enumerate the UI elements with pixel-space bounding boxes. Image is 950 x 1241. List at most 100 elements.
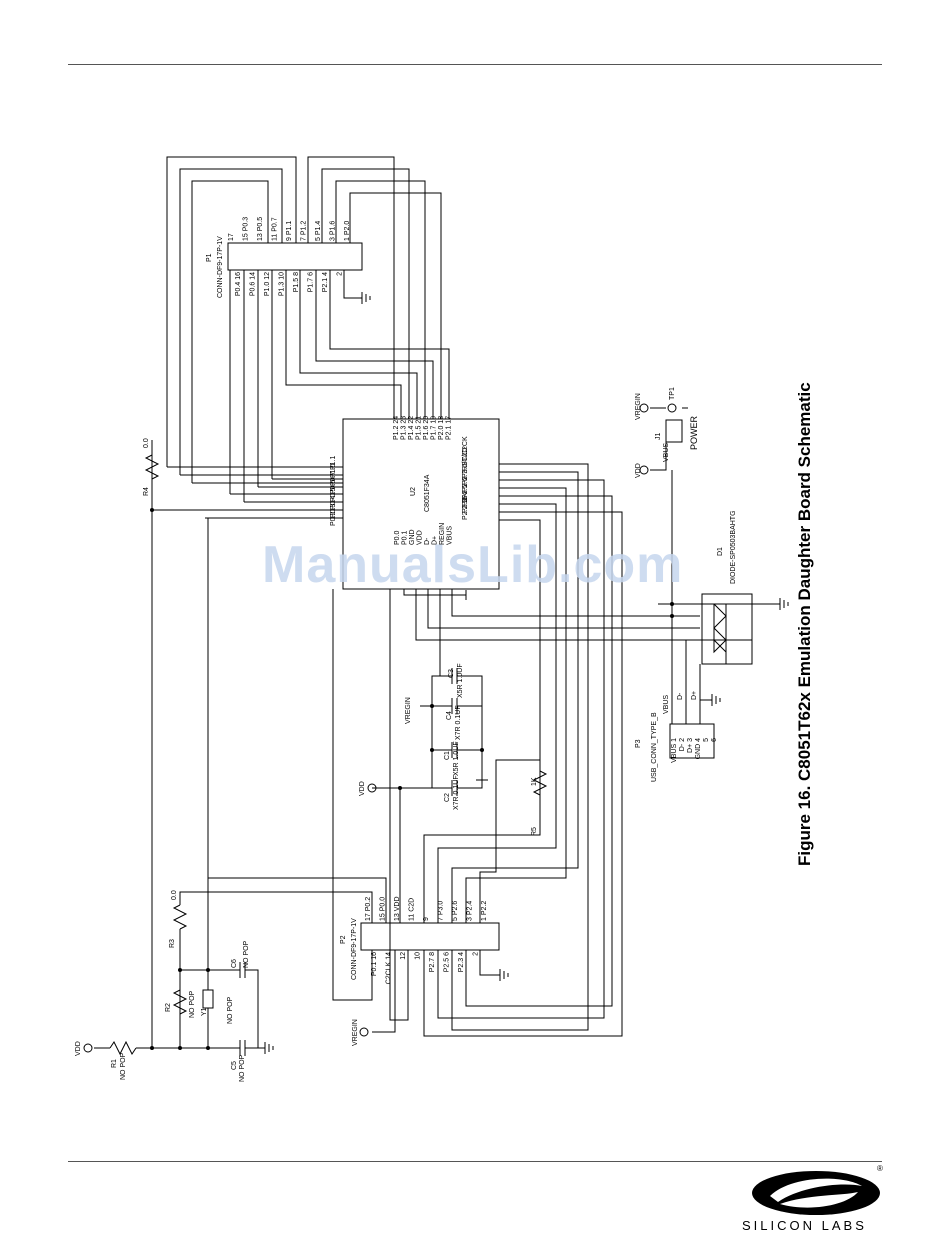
c3-value: X5R 1.0UF: [457, 663, 464, 698]
footer-rule: [68, 1161, 882, 1162]
r4-value: 0.0: [143, 438, 150, 448]
d1-ref: D1: [717, 547, 724, 556]
p3-pin-label: 6: [711, 738, 718, 742]
c4-ref: C4: [446, 711, 453, 720]
u2-part: C8051F34A: [424, 474, 431, 512]
j1-body: [665, 419, 683, 443]
u2-left-pin-label: P1.1: [330, 455, 337, 470]
u2-left-pin-label: P0.6: [330, 479, 337, 494]
net-vregin-p2: VREGIN: [352, 1019, 359, 1046]
p2-top-pin-label: 17 P0.2: [365, 897, 372, 921]
p2-bottom-pin-label: C2CLK 14: [386, 952, 393, 984]
p2-top-pin-label: 1 P2.2: [481, 901, 488, 921]
u2-right-pin-label: P2.7: [462, 470, 469, 485]
p2-top-pin-label: 5 P2.6: [452, 901, 459, 921]
watermark: ManualsLib.com: [262, 536, 684, 594]
p2-part: CONN-DF9-17P-1V: [351, 918, 358, 980]
net-vdd-c2: VDD: [359, 781, 366, 796]
r1-value: NO POP: [120, 1052, 127, 1080]
p3-pin-label: D- 2: [679, 738, 686, 751]
p2-top-pin-label: 13 VDD: [394, 896, 401, 921]
tp1-label: TP1: [669, 387, 676, 400]
u2-left-pin-label: P0.2: [330, 511, 337, 526]
u2-top-pin-label: P1.2 24: [393, 416, 400, 440]
p3-part: USB_CONN_TYPE_B: [651, 712, 658, 782]
net-vbus-j1: VBUS: [663, 443, 670, 462]
c5-ref: C5: [231, 1061, 238, 1070]
u2-left-pin-label: P0.5: [330, 487, 337, 502]
j1-label: POWER: [689, 415, 699, 450]
net-vregin-c4: VREGIN: [405, 697, 412, 724]
c1-value: X5R 1.0UF: [453, 741, 460, 776]
u2-right-pin-label: P2.6: [462, 477, 469, 492]
r3-value: 0.0: [171, 890, 178, 900]
p1-top-pin-label: 15 P0.3: [243, 217, 250, 241]
registered-mark: ®: [877, 1164, 883, 1173]
u2-right-pin-label: P3.0/C2D: [462, 448, 469, 478]
p2-top-pin-label: 15 P0.0: [380, 897, 387, 921]
p2-bottom-pin-label: 10: [415, 952, 422, 960]
p2-top-pin-label: 9: [423, 917, 430, 921]
p2-body: [360, 922, 500, 951]
u2-bottom-pin-label: GND: [409, 529, 416, 545]
p2-bottom-pin-label: 2: [473, 952, 480, 956]
silicon-labs-logo-icon: [752, 1171, 880, 1215]
c6-ref: C6: [231, 959, 238, 968]
p1-top-pin-label: 9 P1.1: [286, 221, 293, 241]
u2-bottom-pin-label: P0.1: [402, 530, 409, 545]
p1-ref: P1: [206, 253, 213, 262]
p1-bottom-pin-label: P1.0 12: [264, 272, 271, 296]
r4-ref: R4: [143, 487, 150, 496]
p1-bottom-pin-label: P1.5 8: [293, 272, 300, 292]
u2-top-pin-label: P2.1 17: [446, 416, 453, 440]
p1-top-pin-label: 17: [228, 233, 235, 241]
u2-left-pin-label: P1.0: [330, 463, 337, 478]
p1-bottom-pin-label: P1.7 6: [308, 272, 315, 292]
p3-pin-label: D+ 3: [687, 738, 694, 753]
j1-ref: J1: [655, 433, 662, 441]
p1-top-pin-label: 5 P1.4: [315, 221, 322, 241]
u2-top-pin-label: P1.7 19: [431, 416, 438, 440]
p2-top-pin-label: 7 P3.0: [438, 901, 445, 921]
u2-bottom-pin-label: D+: [432, 536, 439, 545]
c6-value: NO POP: [243, 940, 250, 968]
u2-bottom-pin-label: VBUS: [447, 526, 454, 545]
p1-bottom-pin-label: P1.3 10: [279, 272, 286, 296]
p2-top-pin-label: 11 C2D: [409, 898, 416, 921]
p1-top-pin-label: 11 P0.7: [272, 217, 279, 241]
r2-value: NO POP: [189, 990, 196, 1018]
u2-right-pin-label: P2.4: [462, 491, 469, 506]
r3-ref: R3: [169, 939, 176, 948]
figure-caption: Figure 16. C8051T62x Emulation Daughter …: [795, 382, 814, 866]
c3-ref: C3: [448, 669, 455, 678]
p2-bottom-pin-label: P2.7 8: [429, 952, 436, 972]
p1-top-pin-label: 13 P0.5: [257, 217, 264, 241]
net-vdd-j1: VDD: [635, 463, 642, 478]
p1-bottom-pin-label: P2.1 4: [322, 272, 329, 292]
c1-ref: C1: [444, 751, 451, 760]
u2-bottom-pin-label: D-: [424, 537, 431, 545]
u2-right-pin-label: P2.5: [462, 484, 469, 499]
u2-top-pin-label: P1.3 23: [401, 416, 408, 440]
p1-bottom-pin-label: P0.6 14: [250, 272, 257, 296]
c2-value: X7R 0.1UF: [453, 775, 460, 810]
p2-bottom-pin-label: 12: [400, 952, 407, 960]
u2-right-pin-label: P2.2 16: [462, 496, 469, 520]
p1-top-pin-label: 7 P1.2: [301, 221, 308, 241]
r2-ref: R2: [165, 1003, 172, 1012]
u2-bottom-pin-label: P0.0: [394, 530, 401, 545]
net-dminus-usb: D-: [677, 692, 684, 700]
header-rule: [68, 64, 882, 65]
y1-ref: Y1: [201, 1007, 208, 1016]
p1-bottom-pin-label: P0.4 16: [235, 272, 242, 296]
p2-bottom-pin-label: P2.3 4: [458, 952, 465, 972]
c4-value: X7R 0.1UF: [455, 705, 462, 740]
logo-text: SILICON LABS: [742, 1218, 867, 1233]
r5-value: 1K: [531, 777, 538, 786]
u2-ref: U2: [410, 487, 417, 496]
p2-bottom-pin-label: P2.5 6: [444, 952, 451, 972]
p3-pin-label: GND 4: [695, 738, 702, 760]
u2-left-pin-label: P0.4: [330, 495, 337, 510]
y1-value: NO POP: [227, 996, 234, 1024]
u2-top-pin-label: P1.5 21: [416, 416, 423, 440]
